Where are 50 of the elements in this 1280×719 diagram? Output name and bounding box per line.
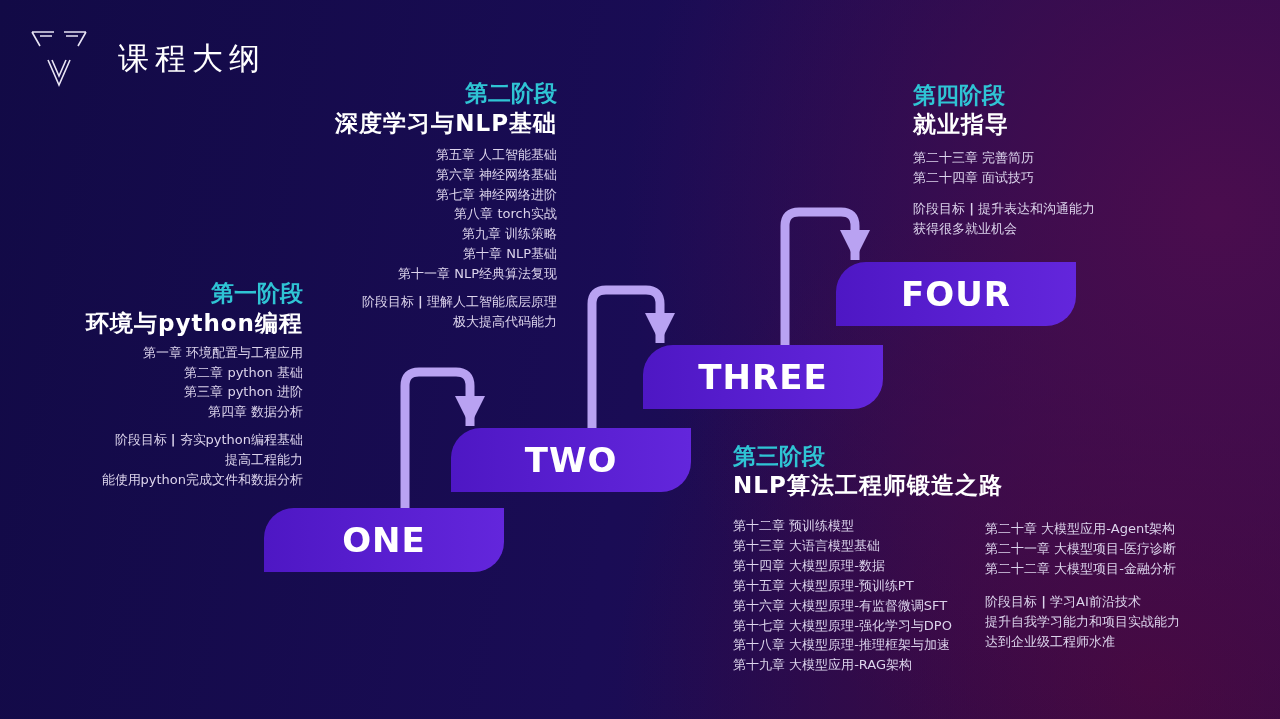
chapter-text: 阶段目标 | 学习AI前沿技术 [985, 594, 1141, 608]
chapter-text: 第一章 环境配置与工程应用 [142, 345, 303, 359]
chapter-text: 第十章 NLP基础 [463, 246, 557, 260]
stage-title: 深度学习与NLP基础 [335, 111, 557, 135]
chapter-text: 第十七章 大模型原理-强化学习与DPO [733, 618, 952, 631]
chapter-text: 第四章 数据分析 [207, 404, 303, 418]
chapter-text: 第二章 python 基础 [184, 365, 303, 379]
chapter-text: 第十八章 大模型原理-推理框架与加速 [733, 637, 950, 651]
chapter-text: 获得很多就业机会 [913, 221, 1017, 235]
stage-title: 环境与python编程 [86, 311, 303, 335]
step-banner: THREE [643, 345, 883, 409]
chapter-text: 第二十四章 面试技巧 [913, 170, 1035, 184]
chapter-text: 第十五章 大模型原理-预训练PT [733, 578, 914, 592]
chapter-text: 能使用python完成文件和数据分析 [101, 472, 303, 486]
stage-title: NLP算法工程师锻造之路 [733, 473, 1003, 497]
chapter-text: 第二十二章 大模型项目-金融分析 [985, 561, 1176, 575]
chapter-text: 第二十章 大模型应用-Agent架构 [985, 521, 1176, 535]
chapter-text: 第十四章 大模型原理-数据 [733, 558, 885, 572]
chapter-text: 阶段目标 | 夯实python编程基础 [114, 432, 303, 446]
chapter-text: 第十九章 大模型应用-RAG架构 [733, 657, 913, 671]
chapter-text: 阶段目标 | 提升表达和沟通能力 [913, 201, 1096, 215]
chapter-text: 第七章 神经网络进阶 [435, 187, 557, 201]
chapter-text: 第六章 神经网络基础 [435, 167, 557, 181]
chapter-text: 第二十一章 大模型项目-医疗诊断 [985, 541, 1176, 555]
chapter-text: 第九章 训练策略 [461, 226, 557, 240]
arrow [400, 367, 485, 508]
chapter-text: 第十二章 预训练模型 [733, 518, 855, 532]
page-title: 课程大纲 [118, 43, 266, 74]
chapter-text: 阶段目标 | 理解人工智能底层原理 [361, 294, 557, 308]
arrow [780, 207, 870, 345]
chapter-text: 极大提高代码能力 [453, 314, 557, 328]
stage-heading: 第四阶段 [913, 83, 1005, 107]
stage-heading: 第一阶段 [211, 281, 303, 305]
stage-heading: 第三阶段 [733, 444, 825, 468]
chapter-text: 第三章 python 进阶 [184, 384, 303, 398]
stage-heading: 第二阶段 [465, 81, 557, 105]
chapter-text: 提高工程能力 [225, 452, 303, 466]
chapter-text: 第十一章 NLP经典算法复现 [398, 266, 557, 280]
arrow [587, 285, 675, 428]
chapter-text: 第二十三章 完善简历 [913, 150, 1035, 164]
chapter-text: 第五章 人工智能基础 [435, 147, 557, 161]
chapter-text: 达到企业级工程师水准 [985, 634, 1115, 648]
chapter-text: 提升自我学习能力和项目实战能力 [985, 614, 1180, 628]
stage-title: 就业指导 [913, 112, 1009, 136]
chapter-text: 第八章 torch实战 [454, 206, 557, 220]
step-banner: ONE [264, 508, 504, 572]
step-banner: TWO [451, 428, 691, 492]
chapter-text: 第十六章 大模型原理-有监督微调SFT [733, 598, 948, 612]
chapter-text: 第十三章 大语言模型基础 [733, 538, 881, 552]
step-banner: FOUR [836, 262, 1076, 326]
